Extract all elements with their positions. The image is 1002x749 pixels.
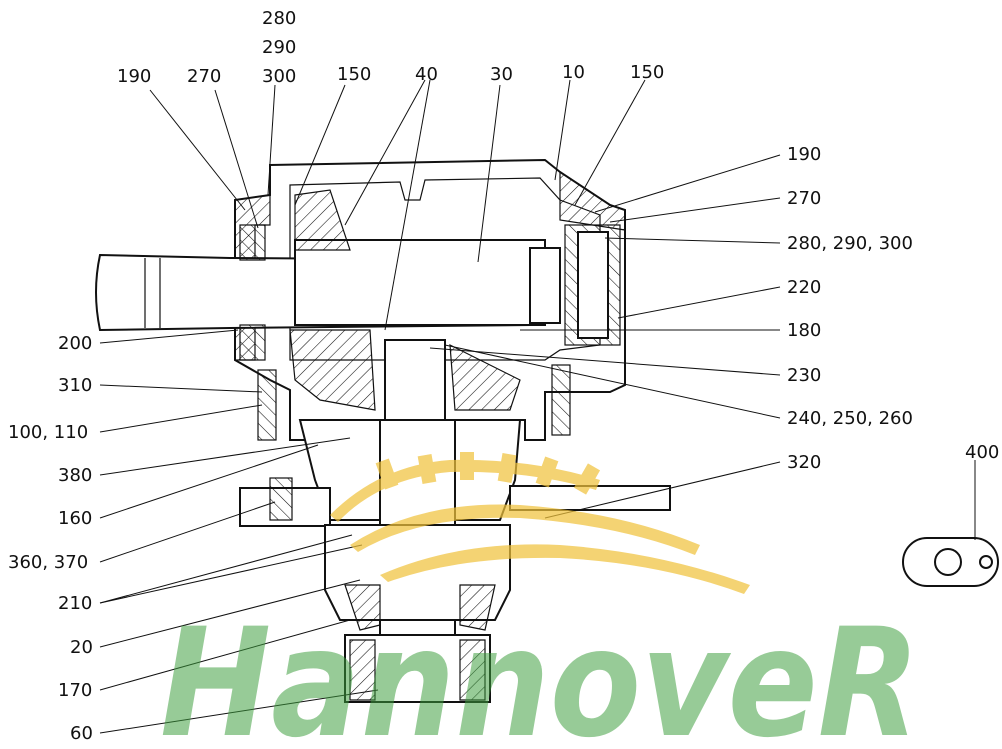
label-280-top: 280 — [262, 8, 296, 29]
bolt-left — [257, 369, 277, 441]
leader-lines — [99, 79, 976, 734]
label-10: 10 — [562, 62, 585, 83]
label-210: 210 — [58, 593, 92, 614]
label-170: 170 — [58, 680, 92, 701]
coupling-left — [349, 639, 376, 701]
label-200: 200 — [58, 333, 92, 354]
label-40: 40 — [415, 64, 438, 85]
label-100-110: 100, 110 — [8, 422, 88, 443]
label-270-right: 270 — [787, 188, 821, 209]
label-290-top: 290 — [262, 37, 296, 58]
label-220: 220 — [787, 277, 821, 298]
label-240-250-260: 240, 250, 260 — [787, 408, 913, 429]
label-360-370: 360, 370 — [8, 552, 88, 573]
label-230: 230 — [787, 365, 821, 386]
hex-nut — [269, 477, 293, 521]
right-bearing — [577, 231, 609, 339]
hannover-watermark-logo: HannoveR — [160, 452, 920, 749]
label-180: 180 — [787, 320, 821, 341]
label-300-top: 300 — [262, 66, 296, 87]
coupling-right — [459, 639, 486, 701]
output-coupling — [344, 634, 491, 703]
label-400: 400 — [965, 442, 999, 463]
label-150-top: 150 — [337, 64, 371, 85]
label-30: 30 — [490, 64, 513, 85]
label-160: 160 — [58, 508, 92, 529]
label-380: 380 — [58, 465, 92, 486]
label-320: 320 — [787, 452, 821, 473]
bevel-gear-upper — [294, 189, 351, 251]
pinion-right — [449, 343, 521, 411]
mount-flange-right — [509, 485, 671, 511]
label-60: 60 — [70, 723, 93, 744]
tapered-bearing-right — [459, 584, 496, 631]
watermark-wheat-rays — [330, 452, 750, 594]
main-shaft — [294, 239, 546, 326]
gear-hub — [384, 339, 446, 421]
watermark-text: HannoveR — [160, 597, 920, 749]
label-190-right: 190 — [787, 144, 821, 165]
label-280-290-300-right: 280, 290, 300 — [787, 233, 913, 254]
label-20: 20 — [70, 637, 93, 658]
label-190-top: 190 — [117, 66, 151, 87]
left-bearing — [239, 224, 266, 261]
label-270-top: 270 — [187, 66, 221, 87]
label-310: 310 — [58, 375, 92, 396]
bevel-gear-lower — [289, 329, 376, 411]
callout-labels: 280 290 300 190 270 150 40 30 10 150 190… — [8, 8, 999, 744]
label-150-right: 150 — [630, 62, 664, 83]
shaft-end — [529, 247, 561, 324]
bolt-right — [551, 364, 571, 436]
gearbox-drawing — [95, 158, 999, 703]
tapered-bearing-left — [344, 584, 381, 631]
left-bearing-lower — [239, 324, 266, 361]
